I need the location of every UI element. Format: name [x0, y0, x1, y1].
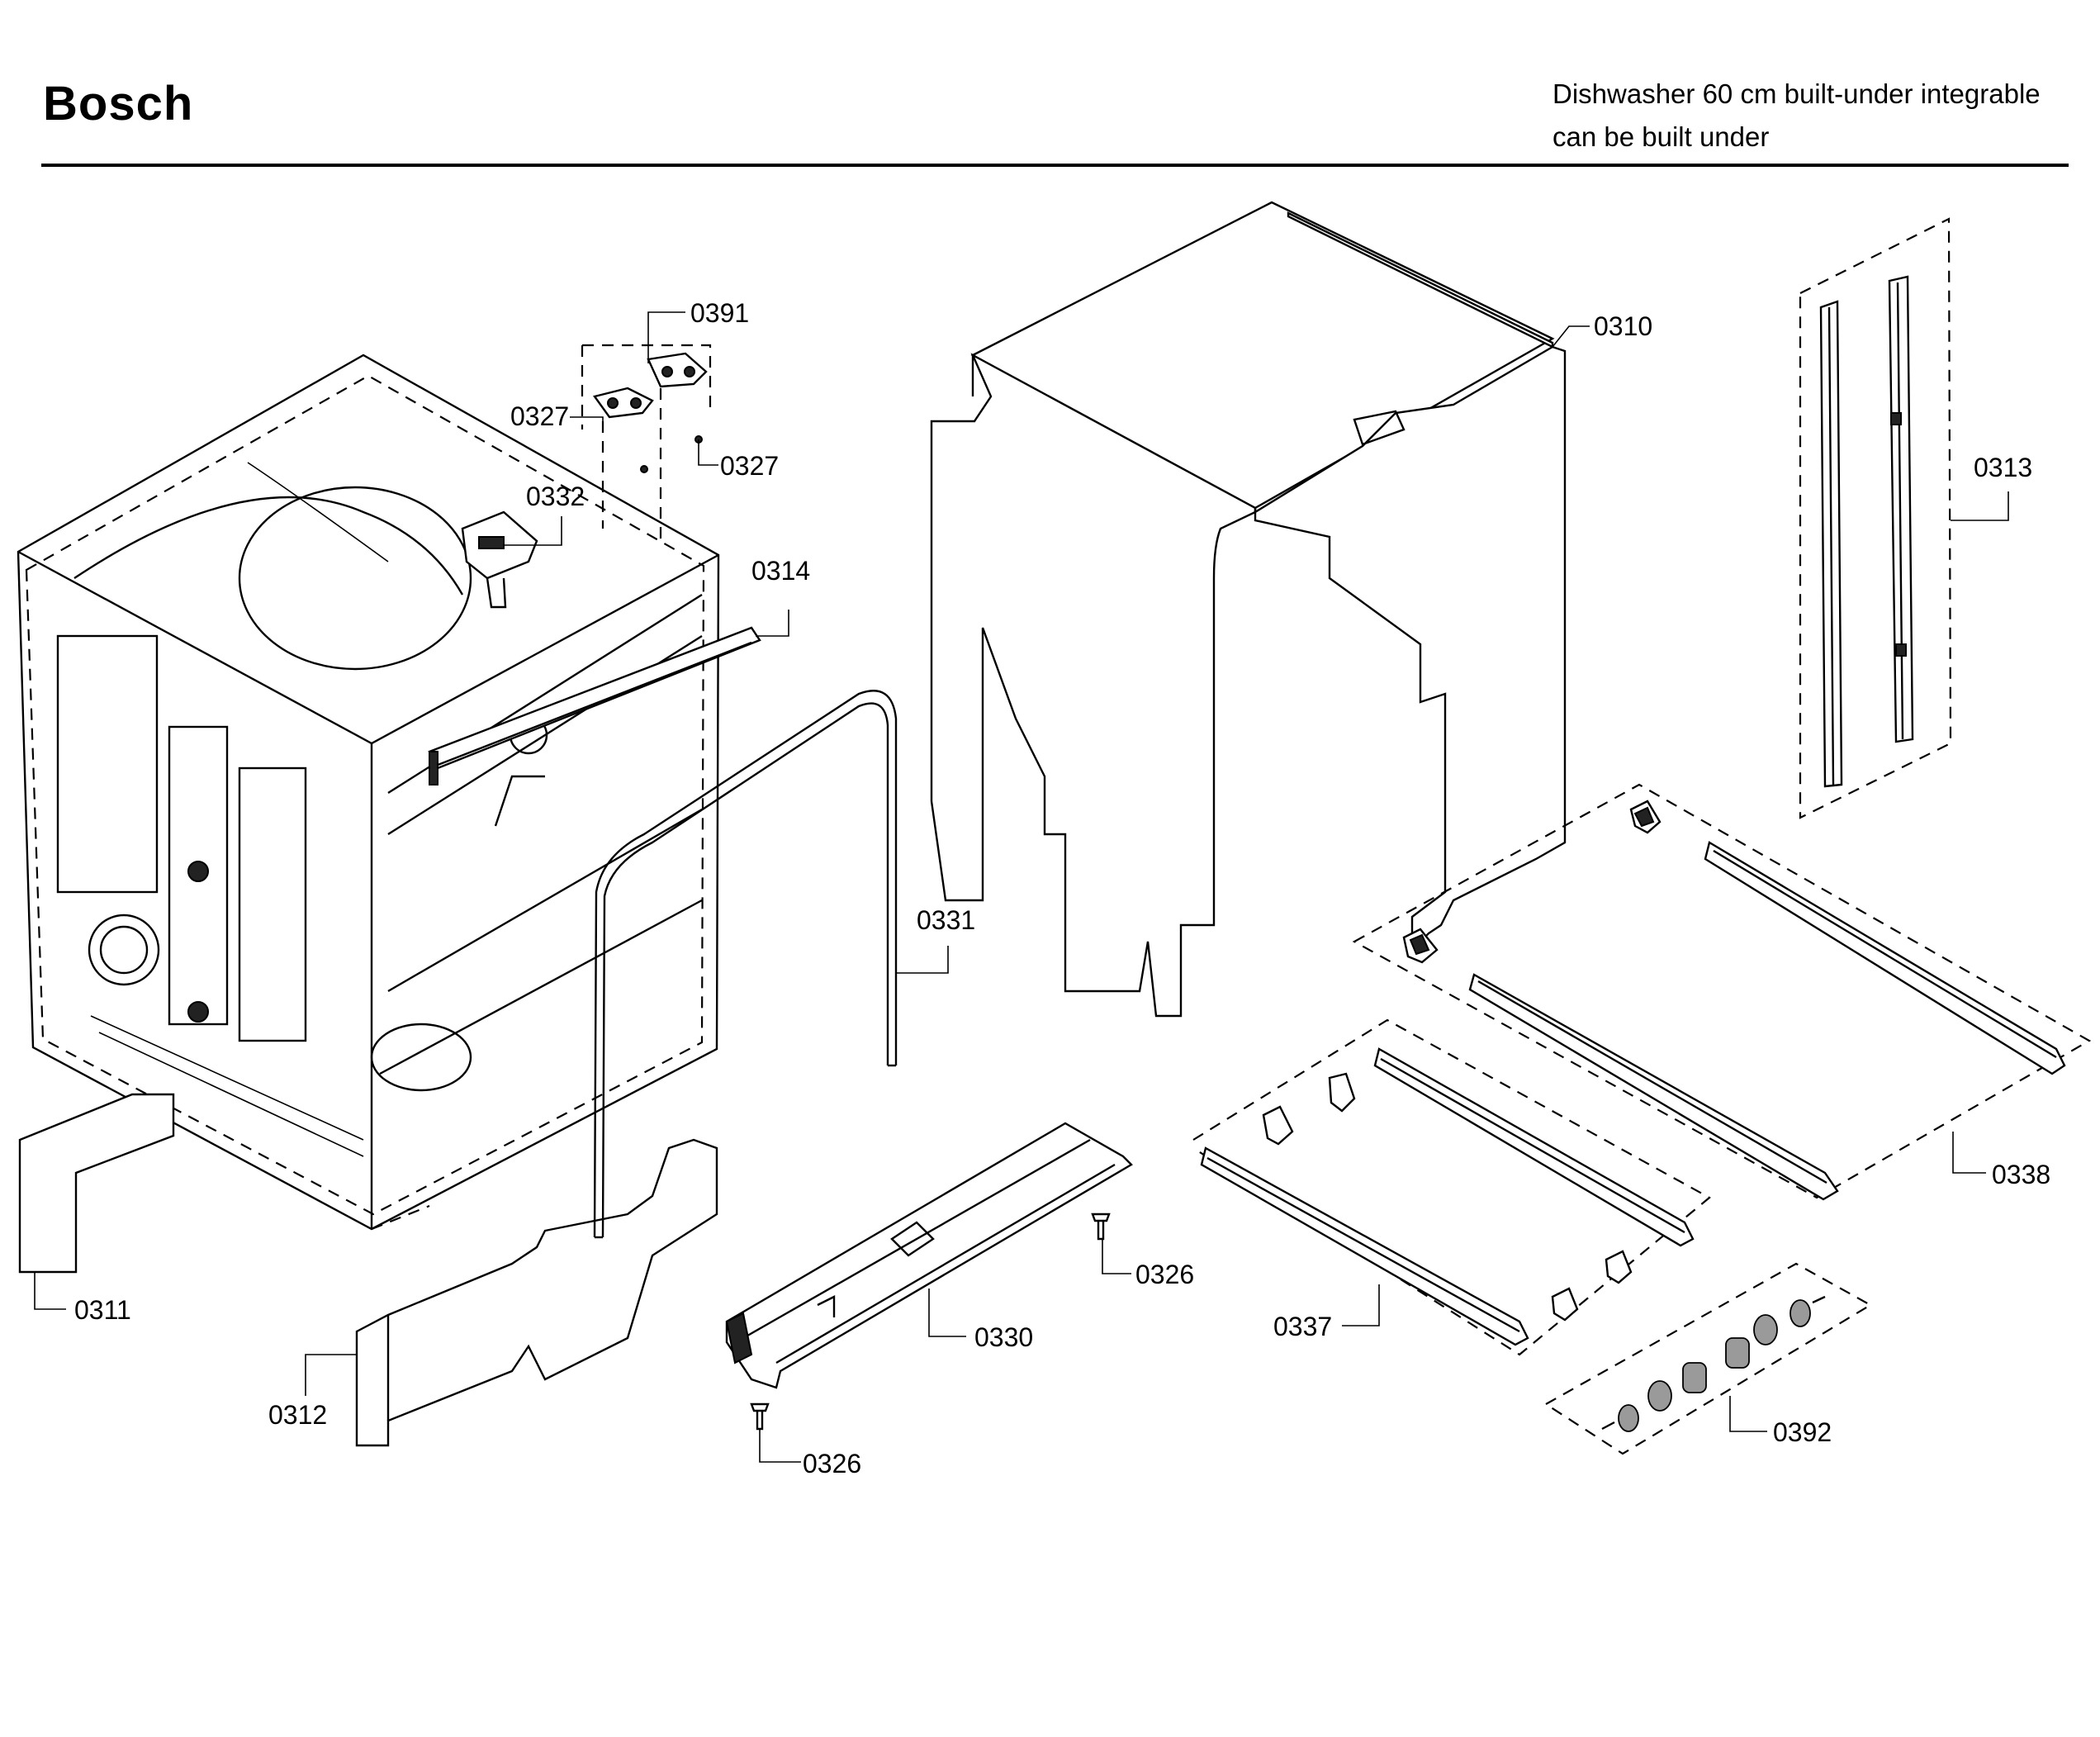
- model-description: Dishwasher 60 cm built-under integrable …: [1552, 73, 2041, 159]
- part-0314: [428, 626, 761, 785]
- part-0326-screw-upper: [1091, 1213, 1111, 1241]
- part-0330: [725, 1122, 1133, 1389]
- part-0338: [1352, 783, 2092, 1201]
- model-description-line-1: Dishwasher 60 cm built-under integrable: [1552, 78, 2041, 109]
- callout-0338: 0338: [1992, 1160, 2050, 1189]
- callout-0314: 0314: [751, 556, 810, 586]
- callout-0313: 0313: [1974, 453, 2032, 482]
- callout-0392: 0392: [1773, 1417, 1832, 1447]
- callout-0331: 0331: [917, 905, 975, 935]
- part-0312: [355, 1138, 718, 1447]
- callout-leaders: [34, 311, 2009, 1463]
- callout-0326-upper: 0326: [1135, 1260, 1194, 1289]
- part-0392: [1543, 1262, 1873, 1455]
- callout-0326-lower: 0326: [803, 1449, 861, 1478]
- part-0311: [18, 1093, 175, 1274]
- callout-0391: 0391: [690, 298, 749, 328]
- part-0331: [593, 690, 898, 1239]
- brand-name: Bosch: [43, 77, 194, 131]
- callout-0312: 0312: [268, 1400, 327, 1430]
- callout-labels: 0310 0311 0312 0313 0314 0326 0326 0327 …: [74, 298, 2050, 1478]
- header-rule: [41, 164, 2069, 167]
- callout-0327-left: 0327: [510, 401, 569, 431]
- part-0332: [461, 510, 538, 609]
- callout-0310: 0310: [1594, 311, 1652, 341]
- part-0391: [581, 344, 712, 545]
- callout-0311: 0311: [74, 1295, 131, 1325]
- part-0326-screw-lower: [750, 1402, 770, 1431]
- callout-0332: 0332: [526, 482, 585, 511]
- callout-0327-right: 0327: [720, 451, 779, 481]
- callout-0337: 0337: [1273, 1312, 1332, 1341]
- part-0313: [1799, 217, 1952, 819]
- part-0337: [1192, 1018, 1711, 1356]
- part-0310: [930, 201, 1567, 1018]
- model-description-line-2: can be built under: [1552, 121, 1770, 152]
- dishwasher-tub: [17, 354, 720, 1231]
- callout-0330: 0330: [974, 1322, 1033, 1352]
